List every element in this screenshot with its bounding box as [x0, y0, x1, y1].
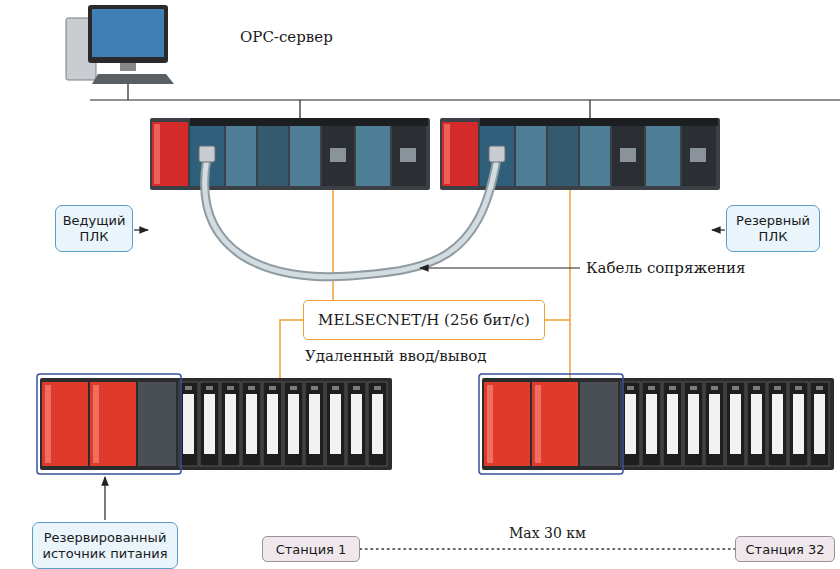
cable-label: Кабель сопряжения — [586, 259, 746, 277]
pc-screen — [92, 9, 164, 57]
station-box: Станция 1 — [262, 536, 360, 562]
network-box: MELSECNET/H (256 бит/с) — [303, 300, 545, 340]
node-text: Резервированный источник питания — [39, 530, 171, 561]
remote-io-rack — [482, 378, 834, 470]
network-line — [569, 190, 571, 378]
node-text: Резервный ПЛК — [733, 213, 813, 244]
node-text: Станция 32 — [746, 542, 825, 557]
leader-arrow — [134, 229, 148, 230]
node-text: MELSECNET/H (256 бит/с) — [318, 311, 530, 329]
callout-box: Резервированный источник питания — [32, 522, 178, 569]
cable-plug — [199, 146, 215, 162]
power-highlight — [479, 374, 623, 474]
tracking-cable — [205, 158, 497, 277]
io-label: Удаленный ввод/вывод — [305, 347, 486, 365]
leader-arrow — [104, 477, 105, 520]
distance-line — [360, 548, 735, 550]
station-box: Станция 32 — [735, 536, 835, 562]
network-line — [545, 319, 570, 321]
pc-monitor — [88, 5, 168, 63]
power-highlight — [37, 374, 181, 474]
tracking-cable — [205, 158, 497, 277]
network-lines — [280, 190, 570, 378]
remote-io-rack — [40, 378, 392, 470]
server-label: OPC-сервер — [240, 28, 333, 46]
node-text: Ведущий ПЛК — [62, 213, 126, 244]
callout-box: Ведущий ПЛК — [55, 205, 133, 252]
standby-plc-rack — [440, 118, 720, 190]
network-line — [280, 320, 303, 378]
bus-drop — [299, 100, 300, 118]
node-text: Станция 1 — [276, 542, 347, 557]
master-plc-rack — [150, 118, 430, 190]
ethernet-bus — [90, 99, 840, 100]
callout-box: Резервный ПЛК — [726, 205, 820, 252]
bus-drop — [589, 100, 590, 118]
pc-stand — [120, 63, 136, 71]
leader-arrow — [712, 229, 725, 230]
leader-arrow — [420, 267, 580, 268]
cable-plug — [489, 146, 505, 162]
bus-drop — [127, 84, 128, 100]
pc-keyboard — [92, 74, 174, 84]
network-line — [332, 190, 334, 300]
distance-label: Max 30 км — [506, 525, 589, 541]
